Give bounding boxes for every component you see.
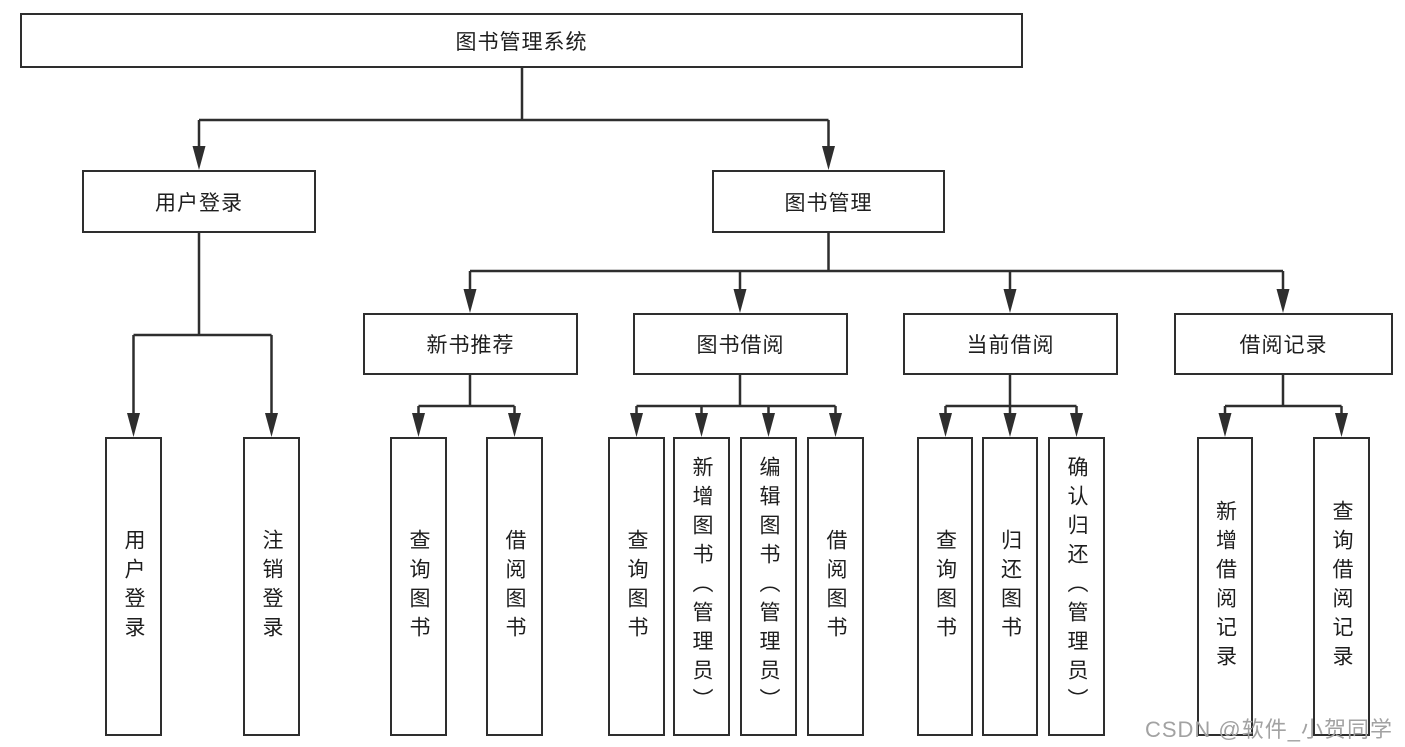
node-book-borrowing: 图书借阅	[633, 313, 848, 375]
node-leaf-add-borrow-record: 新增借阅记录	[1197, 437, 1253, 736]
node-label: 借阅图书	[503, 528, 526, 645]
node-leaf-confirm-return-admin: 确认归还（管理员）	[1048, 437, 1105, 736]
node-label: 图书管理系统	[455, 30, 588, 54]
node-leaf-query-books-current: 查询图书	[917, 437, 973, 736]
node-leaf-return-books: 归还图书	[982, 437, 1038, 736]
node-label: 用户登录	[122, 528, 145, 645]
node-leaf-borrow-books-recommend: 借阅图书	[486, 437, 543, 736]
node-borrowing-records: 借阅记录	[1174, 313, 1393, 375]
node-label: 新增图书（管理员）	[690, 456, 713, 717]
node-label: 查询借阅记录	[1330, 499, 1353, 674]
node-leaf-edit-books-admin: 编辑图书（管理员）	[740, 437, 797, 736]
node-leaf-borrow-books: 借阅图书	[807, 437, 864, 736]
node-label: 查询图书	[933, 528, 957, 645]
node-library-management-system: 图书管理系统	[20, 13, 1023, 68]
node-new-book-recommendation: 新书推荐	[363, 313, 578, 375]
arrowhead-icons	[127, 146, 1348, 437]
node-current-borrowing: 当前借阅	[903, 313, 1118, 375]
node-label: 查询图书	[407, 528, 430, 645]
node-leaf-add-books-admin: 新增图书（管理员）	[673, 437, 730, 736]
node-label: 编辑图书（管理员）	[757, 456, 780, 717]
node-leaf-user-login: 用户登录	[105, 437, 162, 736]
node-label: 借阅记录	[1239, 334, 1328, 357]
node-label: 借阅图书	[824, 528, 847, 645]
csdn-watermark: CSDN @软件_小贺同学	[1144, 717, 1393, 742]
node-label: 用户登录	[155, 191, 243, 215]
node-leaf-logout: 注销登录	[243, 437, 300, 736]
node-user-login: 用户登录	[82, 170, 316, 233]
node-label: 归还图书	[998, 528, 1022, 645]
node-label: 新增借阅记录	[1213, 499, 1237, 674]
node-leaf-query-borrow-record: 查询借阅记录	[1313, 437, 1370, 736]
node-label: 图书管理	[784, 191, 873, 215]
node-leaf-query-books-recommend: 查询图书	[390, 437, 447, 736]
node-leaf-query-books-borrowing: 查询图书	[608, 437, 665, 736]
node-label: 注销登录	[260, 528, 283, 645]
node-label: 确认归还（管理员）	[1065, 456, 1088, 717]
node-label: 图书借阅	[696, 334, 785, 357]
node-label: 当前借阅	[966, 334, 1055, 357]
node-label: 新书推荐	[426, 334, 515, 357]
node-label: 查询图书	[625, 528, 648, 645]
node-book-management: 图书管理	[712, 170, 945, 233]
